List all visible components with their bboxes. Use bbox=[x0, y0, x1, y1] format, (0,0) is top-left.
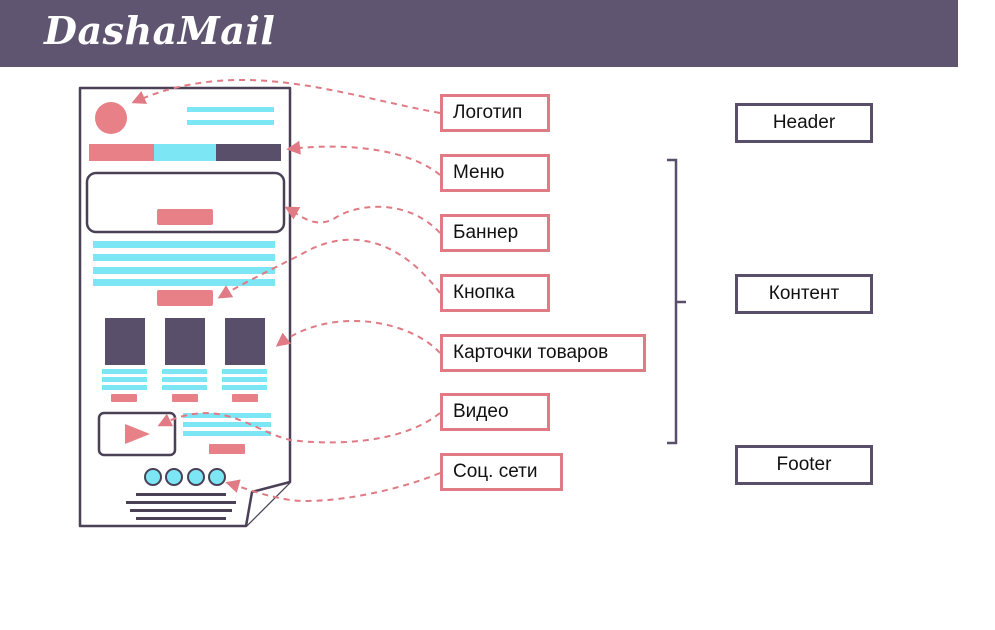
connector-button bbox=[217, 238, 441, 299]
product-button bbox=[111, 394, 137, 402]
connector-cards bbox=[275, 319, 441, 354]
social-icon bbox=[165, 468, 183, 486]
label-video: Видео bbox=[440, 393, 550, 431]
banner-box bbox=[85, 171, 286, 234]
text-line bbox=[93, 279, 275, 286]
menu-segment bbox=[89, 144, 154, 161]
footer-line bbox=[130, 509, 232, 512]
content-bracket bbox=[667, 158, 686, 445]
social-icon bbox=[208, 468, 226, 486]
social-icon bbox=[187, 468, 205, 486]
video-text-line bbox=[183, 431, 271, 436]
section-content: Контент bbox=[735, 274, 873, 314]
product-line bbox=[102, 369, 147, 374]
brand-logo: DashaMail bbox=[44, 8, 276, 53]
cta-button bbox=[157, 290, 213, 306]
footer-line bbox=[126, 501, 236, 504]
text-line bbox=[93, 254, 275, 261]
product-line bbox=[222, 377, 267, 382]
social-icon bbox=[144, 468, 162, 486]
product-image bbox=[225, 318, 265, 365]
connector-logo bbox=[131, 79, 441, 114]
video-button bbox=[209, 444, 245, 454]
header-line bbox=[187, 120, 274, 125]
header-line bbox=[187, 107, 274, 112]
label-product-cards: Карточки товаров bbox=[440, 334, 646, 372]
product-image bbox=[105, 318, 145, 365]
product-line bbox=[102, 377, 147, 382]
banner-button bbox=[157, 209, 213, 225]
menu-segment bbox=[154, 144, 216, 161]
label-banner: Баннер bbox=[440, 214, 550, 252]
text-line bbox=[93, 267, 275, 274]
footer-line bbox=[136, 493, 226, 496]
label-button: Кнопка bbox=[440, 274, 550, 312]
product-line bbox=[222, 369, 267, 374]
connector-menu bbox=[286, 140, 441, 176]
text-line bbox=[93, 241, 275, 248]
logo-circle bbox=[95, 102, 127, 134]
section-header: Header bbox=[735, 103, 873, 143]
menu-segment bbox=[216, 144, 281, 161]
product-line bbox=[162, 377, 207, 382]
product-line bbox=[222, 385, 267, 390]
product-button bbox=[232, 394, 258, 402]
product-line bbox=[162, 369, 207, 374]
section-footer: Footer bbox=[735, 445, 873, 485]
product-image bbox=[165, 318, 205, 365]
label-logo: Логотип bbox=[440, 94, 550, 132]
product-button bbox=[172, 394, 198, 402]
connector-social bbox=[225, 472, 441, 502]
footer-line bbox=[136, 517, 226, 520]
video-text-line bbox=[183, 422, 271, 427]
connector-banner bbox=[284, 205, 441, 234]
label-menu: Меню bbox=[440, 154, 550, 192]
product-line bbox=[102, 385, 147, 390]
label-social: Соц. сети bbox=[440, 453, 563, 491]
play-icon bbox=[125, 424, 150, 444]
connector-video bbox=[157, 412, 441, 444]
product-line bbox=[162, 385, 207, 390]
top-bar: DashaMail bbox=[0, 0, 958, 67]
